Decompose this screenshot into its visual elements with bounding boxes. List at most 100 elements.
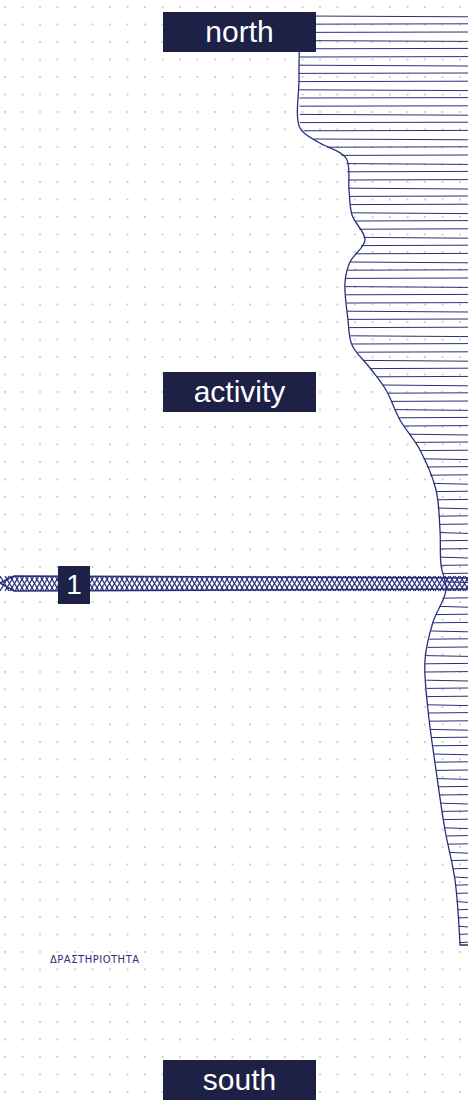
hatch-stroke bbox=[370, 368, 468, 369]
hatch-stroke bbox=[420, 450, 468, 451]
crosshatch-stroke bbox=[15, 576, 24, 591]
crosshatch-stroke bbox=[130, 576, 139, 591]
hatch-stroke bbox=[355, 220, 468, 221]
crosshatch-stroke bbox=[140, 576, 149, 591]
hatch-stroke bbox=[347, 302, 468, 303]
hatch-stroke bbox=[428, 712, 468, 713]
hatch-stroke bbox=[453, 868, 468, 869]
crosshatch-stroke bbox=[125, 576, 134, 591]
crosshatch-stroke bbox=[150, 576, 159, 591]
crosshatch-stroke bbox=[180, 576, 189, 591]
hatch-stroke bbox=[299, 65, 468, 67]
crosshatch-stroke bbox=[190, 576, 199, 591]
hatch-stroke bbox=[440, 540, 468, 541]
crosshatch-stroke bbox=[140, 576, 149, 591]
hatch-stroke bbox=[436, 770, 468, 771]
hatch-stroke bbox=[352, 343, 468, 344]
hatch-stroke bbox=[351, 204, 468, 205]
hatch-stroke bbox=[356, 253, 468, 254]
crosshatch-stroke bbox=[230, 576, 239, 591]
hatch-stroke bbox=[352, 212, 468, 214]
crosshatch-stroke bbox=[120, 576, 129, 591]
crosshatch-stroke bbox=[45, 576, 54, 591]
hatch-stroke bbox=[327, 146, 468, 147]
hatch-stroke bbox=[441, 548, 468, 549]
hatch-stroke bbox=[439, 786, 468, 787]
hatch-stroke bbox=[426, 655, 468, 657]
hatch-stroke bbox=[434, 754, 468, 756]
crosshatch-stroke bbox=[90, 576, 99, 591]
hatch-stroke bbox=[449, 852, 468, 854]
hatch-stroke bbox=[348, 179, 468, 180]
hatch-stroke bbox=[303, 23, 468, 24]
crosshatch-stroke bbox=[20, 576, 29, 591]
crosshatch-stroke bbox=[100, 576, 109, 591]
hatch-stroke bbox=[346, 294, 468, 295]
hatch-stroke bbox=[436, 491, 468, 492]
hatch-stroke bbox=[395, 409, 468, 411]
crosshatch-stroke bbox=[245, 576, 254, 591]
hatch-stroke bbox=[376, 376, 468, 377]
hatch-stroke bbox=[404, 425, 468, 426]
hatch-stroke bbox=[454, 877, 468, 879]
hatch-stroke bbox=[382, 385, 468, 387]
hatch-stroke bbox=[437, 499, 468, 500]
hatch-stroke bbox=[427, 466, 468, 467]
crosshatch-stroke bbox=[25, 576, 34, 591]
crosshatch-stroke bbox=[165, 576, 174, 591]
crosshatch-stroke bbox=[40, 576, 49, 591]
hatch-stroke bbox=[455, 884, 468, 885]
hatch-stroke bbox=[438, 508, 468, 510]
crosshatch-stroke bbox=[205, 576, 214, 591]
crosshatch-stroke bbox=[295, 576, 304, 591]
hatch-stroke bbox=[301, 32, 468, 33]
hatch-stroke bbox=[426, 671, 468, 672]
hatch-stroke bbox=[364, 237, 468, 239]
hatch-stroke bbox=[350, 262, 468, 264]
crosshatch-stroke bbox=[95, 576, 104, 591]
crosshatch-stroke bbox=[260, 576, 269, 591]
crosshatch-stroke bbox=[120, 576, 129, 591]
crosshatch-stroke bbox=[280, 576, 289, 591]
crosshatch-stroke bbox=[15, 576, 24, 591]
level-number: 1 bbox=[58, 566, 90, 604]
crosshatch-stroke bbox=[225, 576, 234, 591]
crosshatch-stroke bbox=[130, 576, 139, 591]
hatch-stroke bbox=[457, 901, 468, 903]
hatch-stroke bbox=[441, 565, 468, 566]
hatch-stroke bbox=[364, 360, 468, 362]
crosshatch-stroke bbox=[110, 576, 119, 591]
crosshatch-stroke bbox=[160, 576, 169, 591]
crosshatch-stroke bbox=[325, 576, 334, 591]
crosshatch-stroke bbox=[195, 576, 204, 591]
crosshatch-stroke bbox=[235, 576, 244, 591]
crosshatch-stroke bbox=[275, 576, 284, 591]
crosshatch-stroke bbox=[335, 576, 344, 591]
crosshatch-stroke bbox=[115, 576, 124, 591]
activity-profile-line bbox=[297, 12, 468, 945]
crosshatch-stroke bbox=[295, 576, 304, 591]
crosshatch-stroke bbox=[335, 576, 344, 591]
crosshatch-stroke bbox=[155, 576, 164, 591]
crosshatch-stroke bbox=[210, 576, 219, 591]
hatch-stroke bbox=[349, 188, 468, 190]
crosshatch-stroke bbox=[300, 576, 309, 591]
hatch-stroke bbox=[460, 942, 468, 943]
hatch-stroke bbox=[431, 631, 468, 633]
crosshatch-stroke bbox=[285, 576, 294, 591]
crosshatch-stroke bbox=[195, 576, 204, 591]
hatch-stroke bbox=[430, 474, 468, 475]
hatch-stroke bbox=[459, 926, 468, 928]
hatch-stroke bbox=[426, 680, 468, 682]
hatch-stroke bbox=[439, 515, 468, 516]
crosshatch-stroke bbox=[310, 576, 319, 591]
direction-label: south bbox=[163, 1060, 316, 1100]
hatch-stroke bbox=[441, 557, 468, 559]
hatch-stroke bbox=[457, 909, 468, 910]
crosshatch-stroke bbox=[115, 576, 124, 591]
hatch-stroke bbox=[341, 155, 468, 156]
hatch-stroke bbox=[359, 228, 468, 229]
